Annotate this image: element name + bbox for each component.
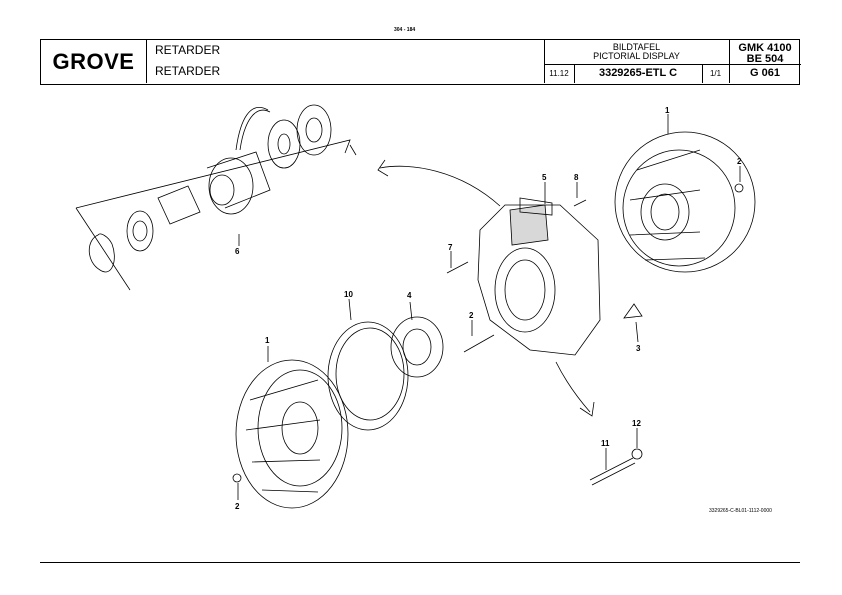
grove-logo: GROVE bbox=[52, 48, 135, 74]
callout-label: 5 bbox=[542, 173, 547, 182]
callout-label: 4 bbox=[407, 291, 412, 300]
callout-label: 12 bbox=[632, 419, 641, 428]
callout-label: 2 bbox=[737, 157, 742, 166]
description-german: RETARDER bbox=[155, 43, 221, 57]
description-english: RETARDER bbox=[155, 64, 221, 78]
callout-label: 8 bbox=[574, 173, 579, 182]
sheet-number: 1/1 bbox=[709, 69, 722, 78]
callout-label: 11 bbox=[601, 439, 610, 448]
display-german: BILDTAFEL bbox=[612, 42, 661, 52]
logo-cell: GROVE bbox=[41, 40, 147, 83]
callout-label: 2 bbox=[469, 311, 474, 320]
callout-label: 2 bbox=[235, 502, 240, 511]
title-block: GROVE RETARDER RETARDER BILDTAFEL PICTOR… bbox=[40, 39, 801, 85]
display-english: PICTORIAL DISPLAY bbox=[593, 51, 680, 61]
callout-labels: 1 2 5 8 7 3 10 4 2 1 2 11 12 6 bbox=[235, 106, 742, 511]
callout-label: 3 bbox=[636, 344, 641, 353]
footer-rule bbox=[40, 562, 800, 563]
callout-label: 6 bbox=[235, 247, 240, 256]
model-primary: GMK 4100 bbox=[738, 42, 792, 54]
model-secondary: BE 504 bbox=[746, 53, 784, 65]
callout-label: 10 bbox=[344, 290, 353, 299]
date: 11.12 bbox=[549, 69, 569, 78]
part-number: 3329265-ETL C bbox=[598, 67, 678, 79]
drawing-reference-code: 3329265-C-BL01-1112-0000 bbox=[709, 508, 772, 514]
page-id: 304 - 184 bbox=[394, 27, 416, 33]
callout-label: 1 bbox=[665, 106, 670, 115]
group-code: G 061 bbox=[750, 67, 780, 79]
callout-label: 7 bbox=[448, 243, 453, 252]
callout-label: 1 bbox=[265, 336, 270, 345]
